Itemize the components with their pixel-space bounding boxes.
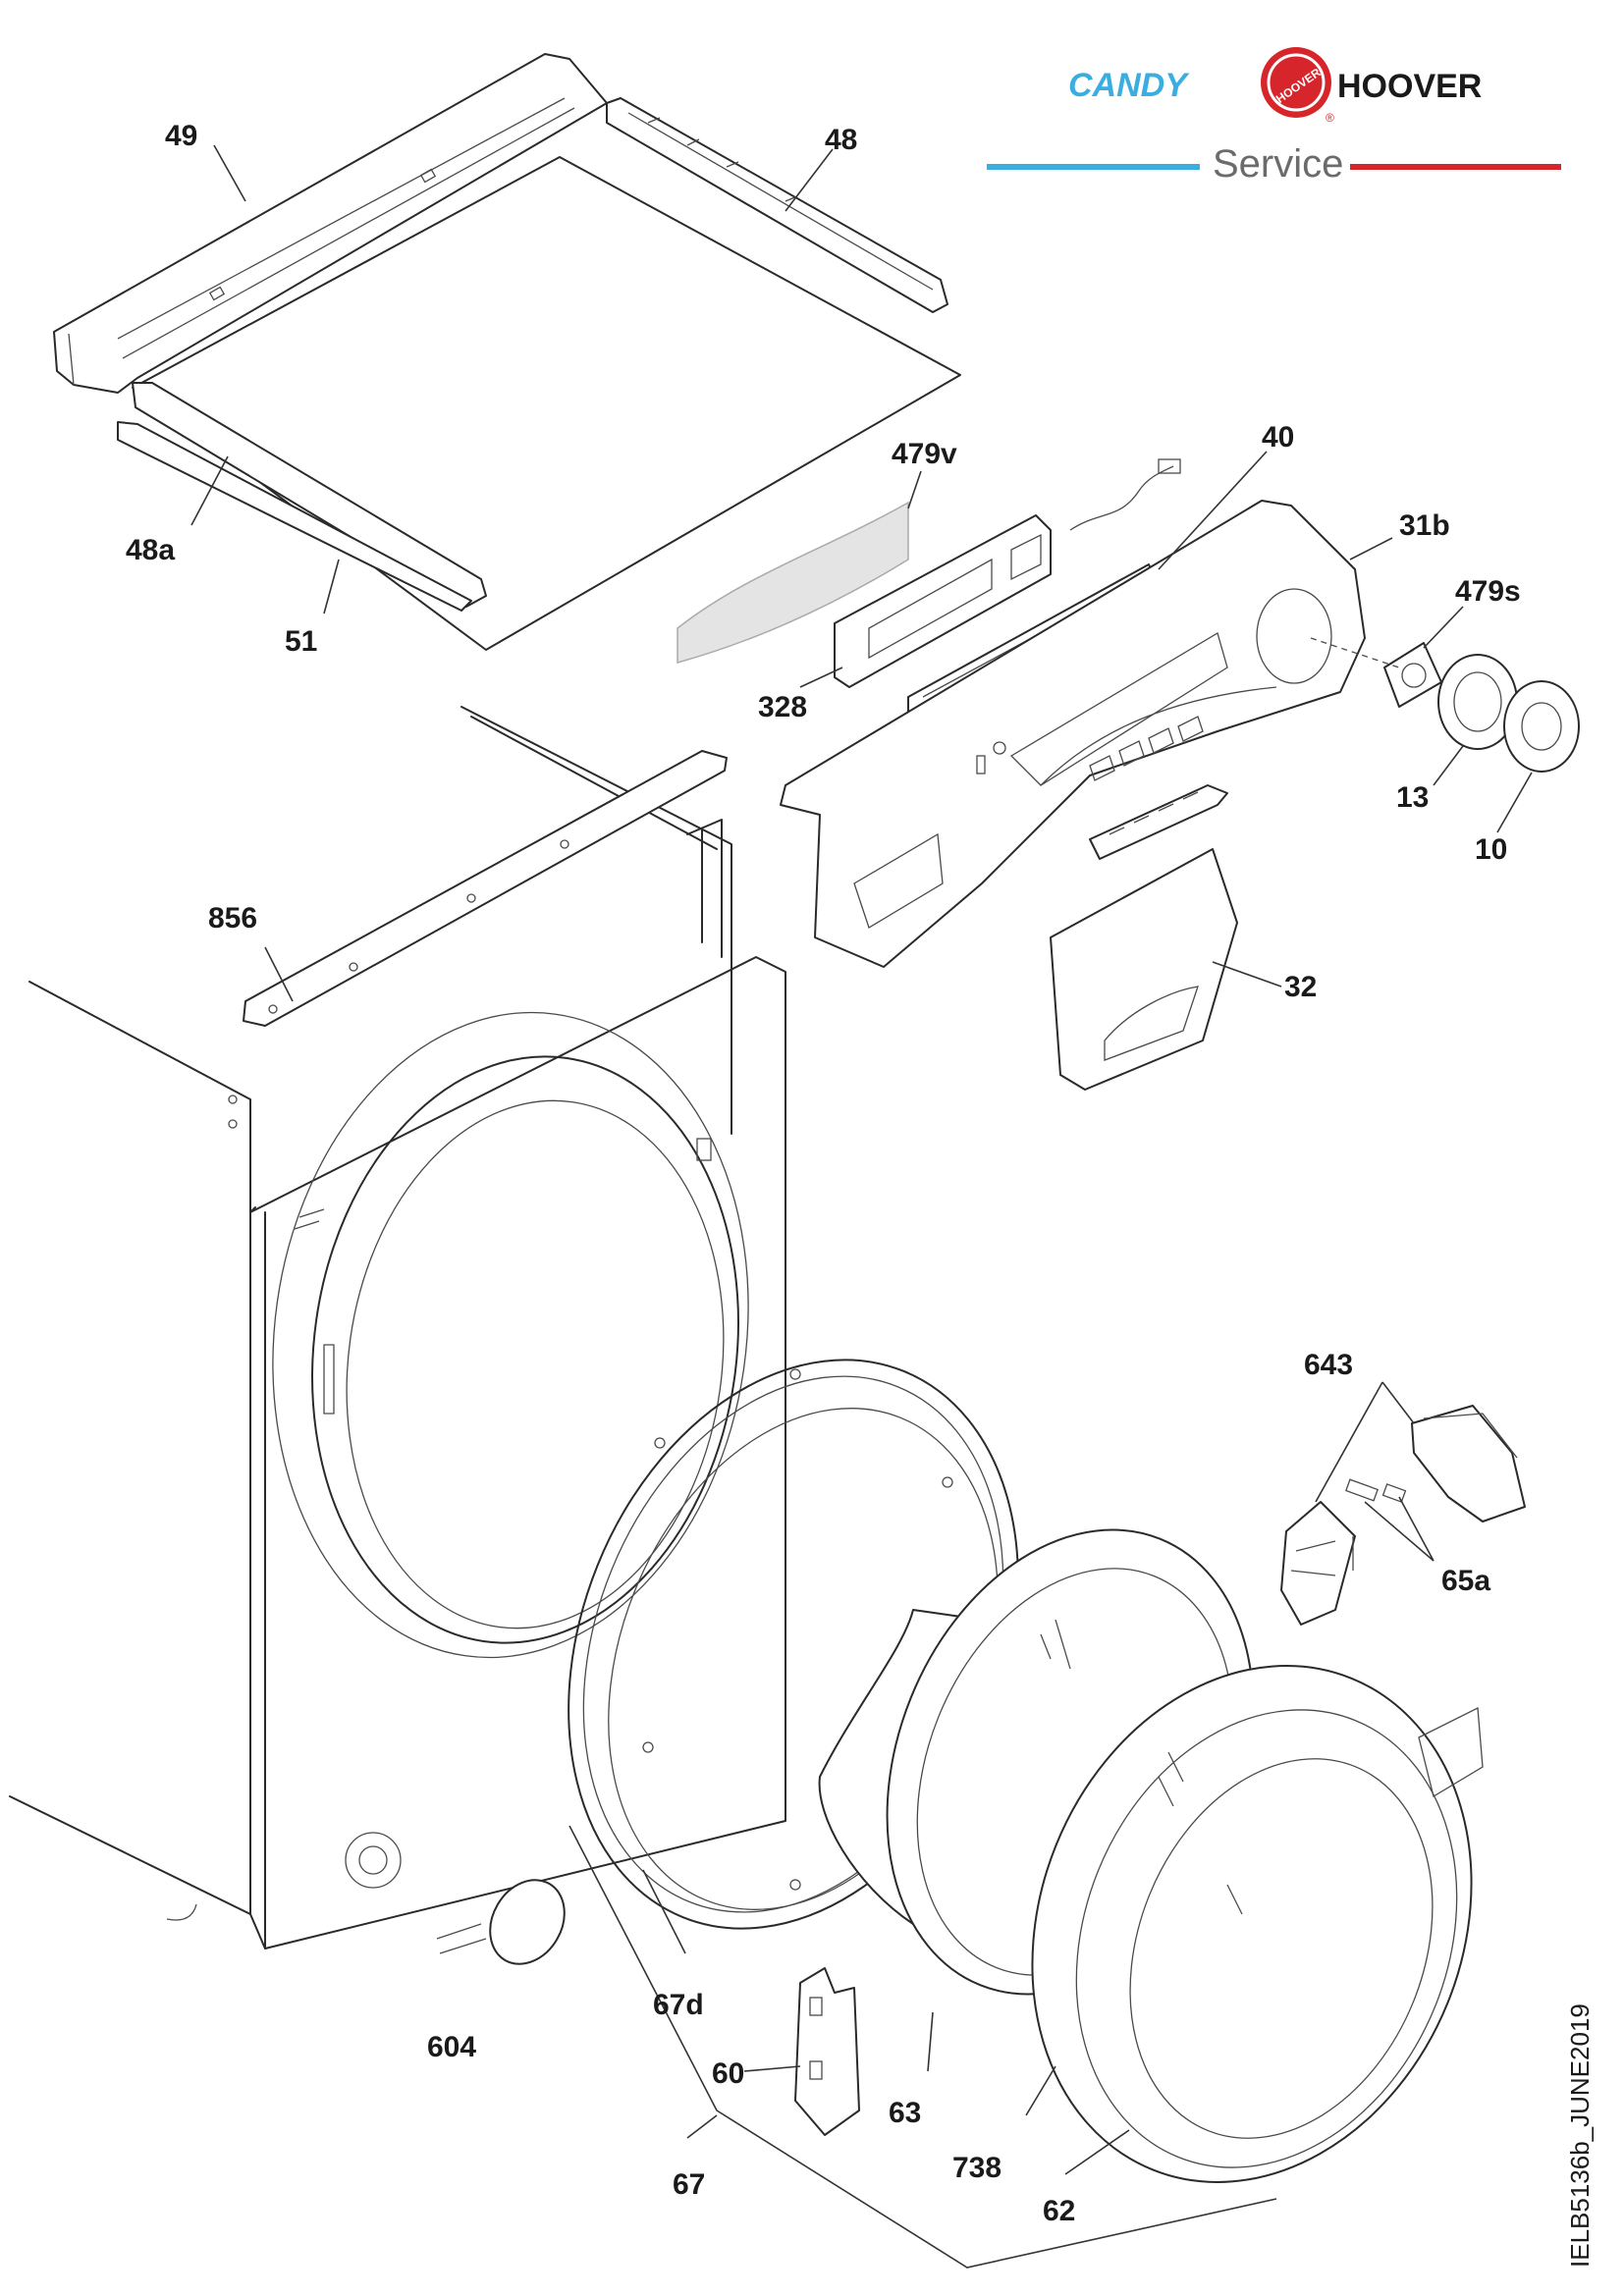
hoover-logo: HOOVER: [1337, 68, 1482, 105]
front-strip-51: [117, 421, 472, 612]
label-51: 51: [285, 625, 317, 658]
label-sheet-479v: [677, 501, 909, 664]
cabinet-body: [9, 706, 786, 1949]
leader-lines: [190, 144, 1533, 2269]
knob-gasket-479s: [1310, 637, 1442, 708]
label-49: 49: [165, 120, 197, 152]
hoover-badge-icon: HOOVER: [1261, 47, 1331, 118]
detergent-drawer-32: [1050, 848, 1238, 1091]
door-hinge-60: [794, 1967, 860, 2136]
label-62: 62: [1043, 2195, 1075, 2227]
front-strip-48a: [132, 382, 487, 608]
label-856: 856: [208, 902, 257, 934]
label-10: 10: [1475, 833, 1507, 866]
label-479v: 479v: [892, 438, 957, 470]
candy-logo: CANDY: [1068, 67, 1190, 104]
label-738: 738: [952, 2152, 1001, 2184]
label-48a: 48a: [126, 534, 175, 566]
door-hook-65a: [1280, 1478, 1407, 1626]
label-643: 643: [1304, 1349, 1353, 1381]
label-65a: 65a: [1441, 1565, 1490, 1597]
door-handle-643: [1411, 1405, 1526, 1522]
control-panel-31b: [780, 500, 1366, 968]
top-rail-48: [606, 97, 948, 313]
pcb-board-328: [834, 458, 1181, 688]
door-frame-738-62: [1031, 1665, 1484, 2183]
label-32: 32: [1284, 971, 1317, 1003]
filter-cap-604: [436, 1879, 566, 1965]
label-63: 63: [889, 2097, 921, 2129]
label-67: 67: [673, 2168, 705, 2201]
label-31b: 31b: [1399, 509, 1450, 542]
label-48: 48: [825, 124, 857, 156]
cross-bar-856: [243, 750, 728, 1027]
label-479s: 479s: [1455, 575, 1521, 608]
label-60: 60: [712, 2057, 744, 2090]
knob-10: [1503, 680, 1580, 773]
part-labels: 49 48 48a 51 479v 40 31b 479s 328 13 10 …: [126, 120, 1521, 2227]
label-328: 328: [758, 691, 807, 723]
cabinet-back-frame: [686, 819, 723, 958]
registered-mark: ®: [1326, 111, 1334, 125]
label-604: 604: [427, 2031, 476, 2063]
label-13: 13: [1396, 781, 1429, 814]
brand-header: CANDY HOOVER HOOVER ® Service: [987, 47, 1561, 186]
label-67d: 67d: [653, 1989, 704, 2021]
service-label: Service: [1213, 142, 1343, 186]
label-40: 40: [1262, 421, 1294, 454]
panel-insert-strip: [1089, 784, 1228, 860]
top-frame-49: [53, 53, 608, 394]
document-id: IELB5136b_JUNE2019: [1565, 2003, 1595, 2268]
